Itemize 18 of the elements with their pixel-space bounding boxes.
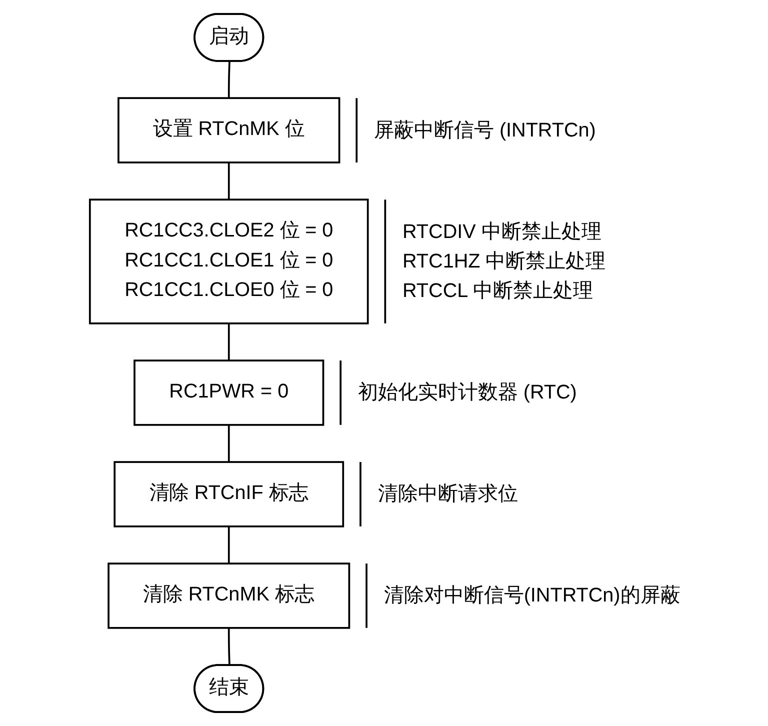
annotation-text: RTC1HZ 中断禁止处理 [402, 250, 606, 272]
node-box: 设置 RTCnMK 位 [117, 97, 340, 164]
connector [228, 62, 230, 98]
connector [228, 526, 230, 564]
annotation-text: RTCDIV 中断禁止处理 [402, 220, 602, 243]
node-box: 清除 RTCnIF 标志 [114, 461, 344, 528]
node-box: 清除 RTCnMK 标志 [107, 562, 350, 629]
node-box: RC1CC3.CLOE2 位 = 0 RC1CC1.CLOE1 位 = 0 RC1CC1.CLOE0 位 = 0 [88, 198, 369, 324]
annotation-text: 初始化实时计数器 (RTC) [358, 382, 577, 404]
connector [228, 424, 230, 462]
annotation-text: 清除中断请求位 [378, 483, 518, 506]
connector [228, 162, 230, 200]
annotation-text: 清除对中断信号(INTRTCn)的屏蔽 [384, 584, 680, 607]
node-box: RC1PWR = 0 [133, 360, 324, 426]
connector [228, 323, 230, 361]
connector [228, 628, 230, 666]
annotation-text: 屏蔽中断信号 (INTRTCn) [374, 119, 596, 142]
annotation-text: RTCCL 中断禁止处理 [402, 280, 593, 302]
